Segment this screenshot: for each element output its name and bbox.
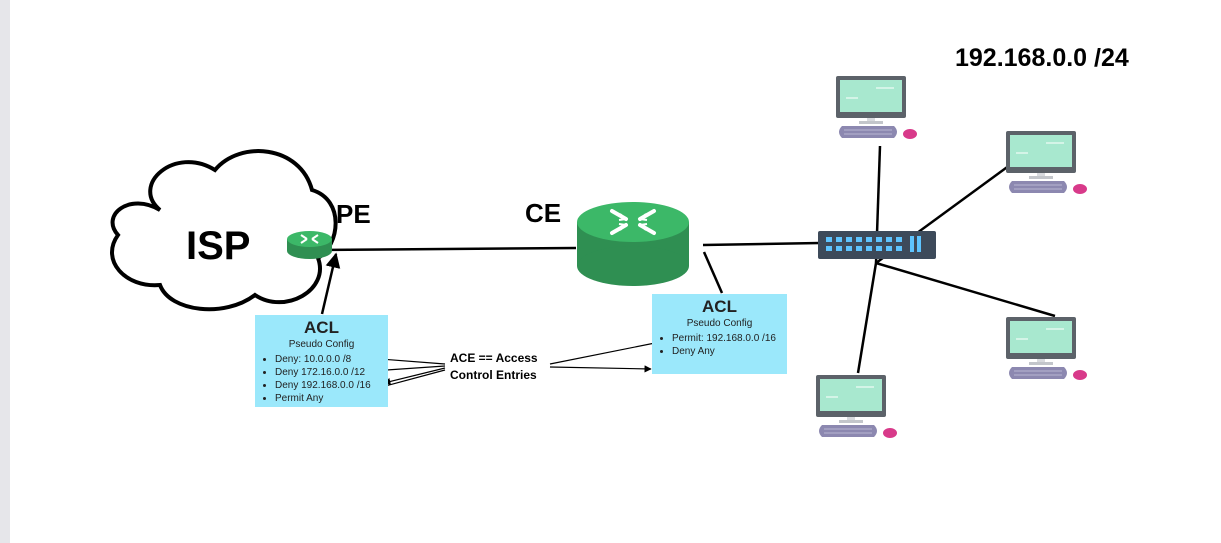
acl-pe-entries: Deny: 10.0.0.0 /8 Deny 172.16.0.0 /12 De… (255, 353, 388, 405)
network-label: 192.168.0.0 /24 (955, 44, 1129, 72)
link-pe-ce (315, 246, 577, 252)
link-ce-switch (702, 241, 821, 247)
acl-pe-box: ACL Pseudo Config Deny: 10.0.0.0 /8 Deny… (255, 315, 388, 407)
left-edge-strip (0, 0, 10, 543)
pc-1-icon (835, 75, 918, 140)
switch-icon (818, 231, 936, 259)
acl-ce-entries: Permit: 192.168.0.0 /16 Deny Any (652, 332, 784, 358)
acl-pe-entry: Deny 172.16.0.0 /12 (275, 366, 388, 379)
pc-3-icon (1005, 316, 1088, 381)
pe-router-icon (287, 231, 332, 259)
acl-ce-entry: Permit: 192.168.0.0 /16 (672, 332, 784, 345)
ace-note-line-1: ACE == Access (450, 351, 538, 365)
link-switch-pc3 (875, 261, 1056, 318)
ce-router-icon (577, 202, 689, 286)
isp-cloud-icon (110, 149, 338, 312)
pc-4-icon (815, 374, 898, 439)
pe-label: PE (336, 199, 371, 229)
acl-ce-entry: Deny Any (672, 345, 784, 358)
acl-ce-title: ACL (702, 297, 737, 316)
link-ce-acl (702, 251, 724, 294)
acl-pe-entry: Deny: 10.0.0.0 /8 (275, 353, 388, 366)
acl-pe-entry: Deny 192.168.0.0 /16 (275, 379, 388, 392)
ace-note-line-2: Control Entries (450, 368, 537, 382)
acl-ce-subtitle: Pseudo Config (686, 318, 753, 329)
ce-label: CE (525, 198, 562, 228)
pc-2-icon (1005, 130, 1088, 195)
link-switch-pc4 (856, 262, 878, 374)
isp-label: ISP (186, 224, 251, 268)
acl-ce-box: ACL Pseudo Config Permit: 192.168.0.0 /1… (652, 294, 787, 374)
acl-pe-title: ACL (304, 318, 339, 337)
acl-pe-entry: Permit Any (275, 392, 388, 405)
ace-note: ACE == Access Control Entries (450, 350, 538, 384)
acl-pe-subtitle: Pseudo Config (288, 339, 355, 350)
link-pe-acl (320, 252, 341, 315)
